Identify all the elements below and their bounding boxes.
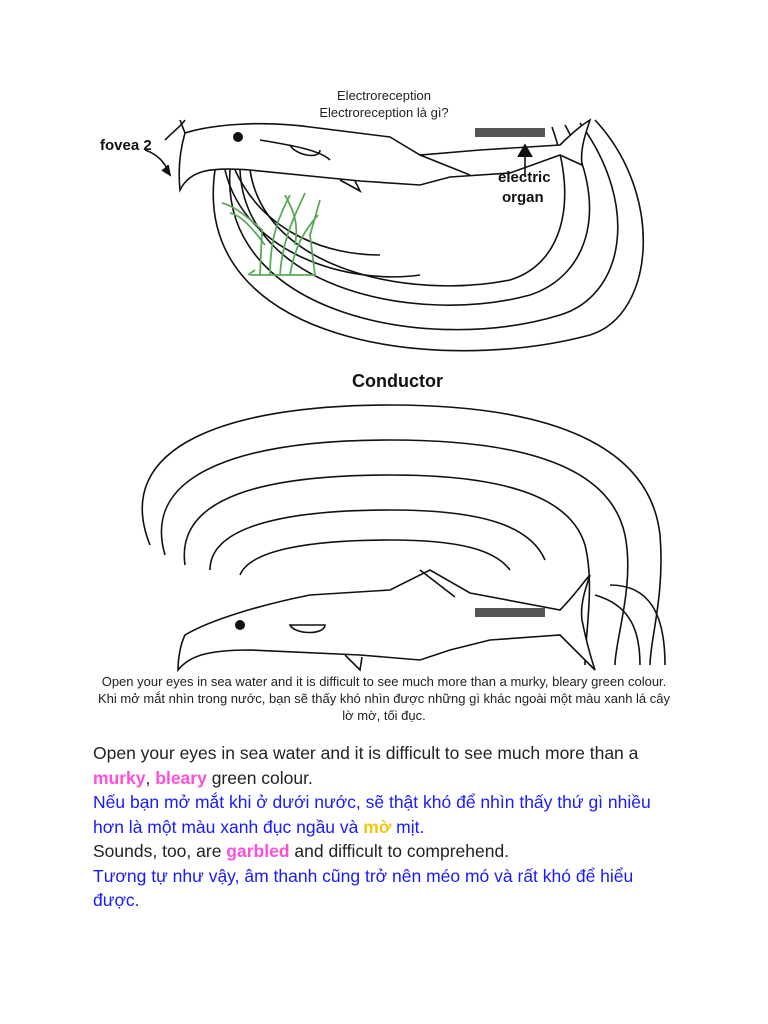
text-segment: and difficult to comprehend. bbox=[289, 841, 510, 861]
label-conductor: Conductor bbox=[352, 371, 443, 391]
text-segment: Open your eyes in sea water and it is di… bbox=[93, 743, 639, 763]
caption-english: Open your eyes in sea water and it is di… bbox=[101, 674, 667, 689]
plant-drawing bbox=[221, 192, 321, 276]
label-organ: organ bbox=[502, 189, 544, 206]
paragraph-english-1: Open your eyes in sea water and it is di… bbox=[93, 741, 683, 790]
highlight-word-bleary: bleary bbox=[155, 767, 207, 788]
electric-organ-bar-top bbox=[475, 128, 545, 137]
paragraph-vietnamese-2: Tương tự như vậy, âm thanh cũng trở nên … bbox=[93, 865, 634, 911]
paragraph-vietnamese-1: Nếu bạn mở mắt khi ở dưới nước, sẽ thật … bbox=[93, 790, 683, 839]
label-fovea: fovea 2 bbox=[100, 137, 152, 154]
text-segment: , bbox=[145, 767, 156, 788]
paragraph-english-2: Sounds, too, are garbled and difficult t… bbox=[93, 839, 683, 864]
vocabulary-passage: Open your eyes in sea water and it is di… bbox=[93, 741, 683, 913]
text-segment: mịt. bbox=[391, 816, 425, 837]
top-fish bbox=[178, 118, 592, 193]
highlight-word-garbled: garbled bbox=[226, 841, 290, 861]
text-segment: Nếu bạn mở mắt khi ở dưới nước, sẽ thật … bbox=[93, 792, 651, 837]
electroreception-diagram: fovea 2 electric organ Conductor bbox=[90, 115, 680, 675]
electric-organ-bar-bottom bbox=[475, 608, 545, 617]
figure-caption-bottom: Open your eyes in sea water and it is di… bbox=[96, 673, 672, 724]
diagram-svg: fovea 2 electric organ Conductor bbox=[100, 118, 666, 673]
text-segment: Sounds, too, are bbox=[93, 841, 227, 861]
caption-subtitle: Electroreception là gì? bbox=[319, 105, 449, 120]
highlight-word-murky: murky bbox=[93, 767, 146, 788]
caption-vietnamese: Khi mở mắt nhìn trong nước, bạn sẽ thấy … bbox=[98, 691, 670, 723]
highlight-word-mo: mờ bbox=[363, 816, 392, 837]
label-electric: electric bbox=[498, 169, 551, 186]
caption-title: Electroreception bbox=[337, 88, 431, 103]
figure-caption-top: Electroreception Electroreception là gì? bbox=[0, 87, 768, 121]
text-segment: green colour. bbox=[206, 767, 313, 788]
bottom-fish bbox=[177, 569, 596, 673]
top-field-lines bbox=[212, 119, 644, 352]
bottom-field-lines bbox=[141, 404, 666, 666]
